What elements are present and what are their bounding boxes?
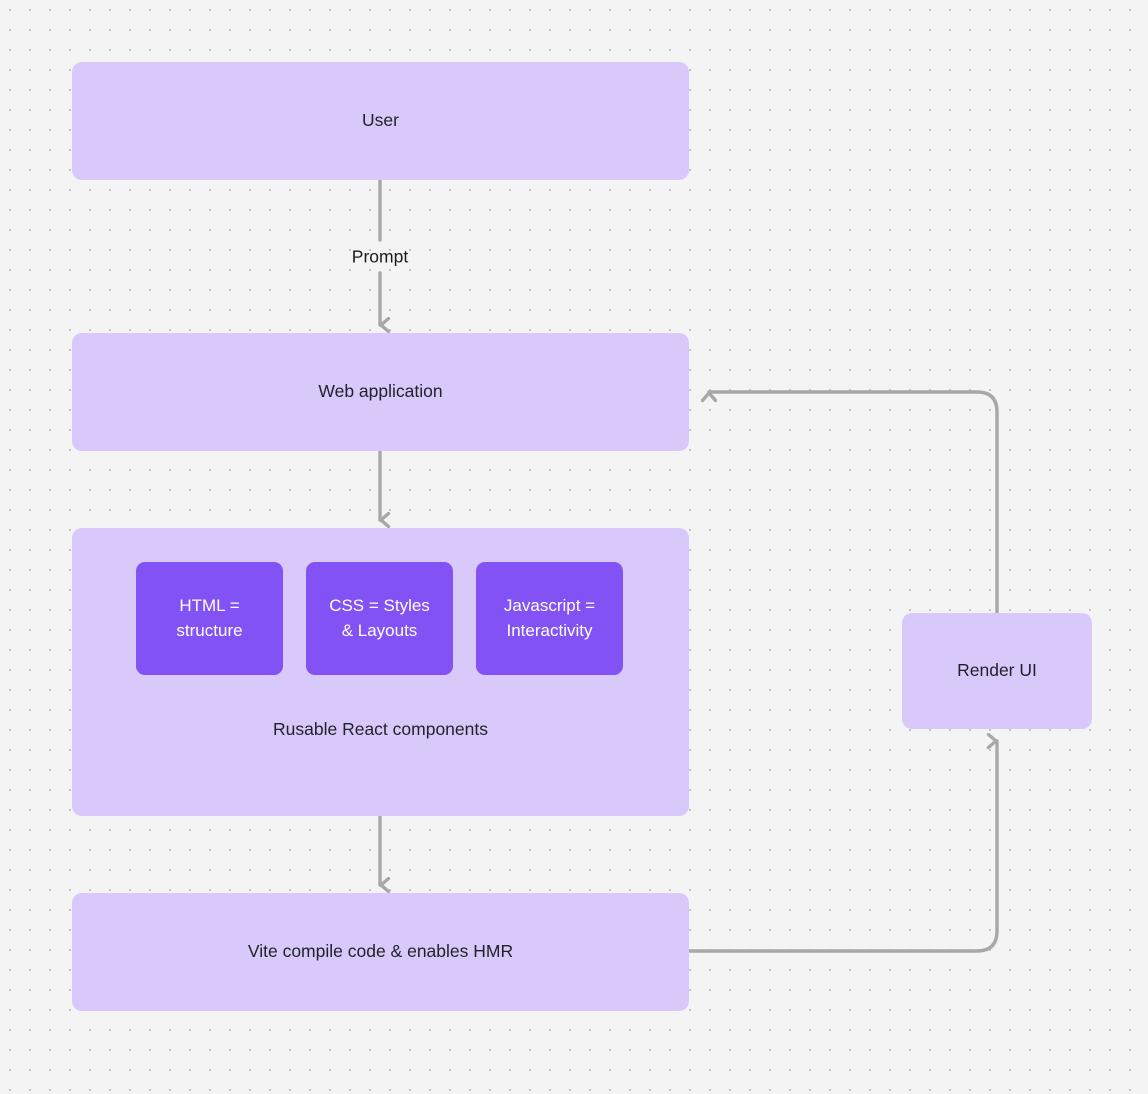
node-css-label: CSS = Styles & Layouts	[329, 595, 430, 640]
node-css[interactable]: CSS = Styles & Layouts	[306, 562, 453, 675]
edge-render-ui-to-web-application	[709, 390, 999, 615]
node-user-label: User	[362, 110, 399, 131]
edge-label-prompt: Prompt	[351, 246, 409, 267]
components-group-caption: Rusable React components	[273, 719, 488, 739]
node-javascript[interactable]: Javascript = Interactivity	[476, 562, 623, 675]
node-render-ui[interactable]: Render UI	[902, 613, 1092, 729]
node-web-application-label: Web application	[318, 381, 443, 402]
node-web-application[interactable]: Web application	[72, 333, 689, 451]
node-vite-label: Vite compile code & enables HMR	[247, 941, 514, 962]
node-html-label: HTML = structure	[176, 595, 243, 640]
node-javascript-label: Javascript = Interactivity	[503, 595, 596, 640]
edge-vite-to-render-ui	[687, 741, 999, 953]
node-user[interactable]: User	[72, 62, 689, 180]
node-html[interactable]: HTML = structure	[136, 562, 283, 675]
node-vite[interactable]: Vite compile code & enables HMR	[72, 893, 689, 1011]
node-render-ui-label: Render UI	[957, 660, 1037, 681]
